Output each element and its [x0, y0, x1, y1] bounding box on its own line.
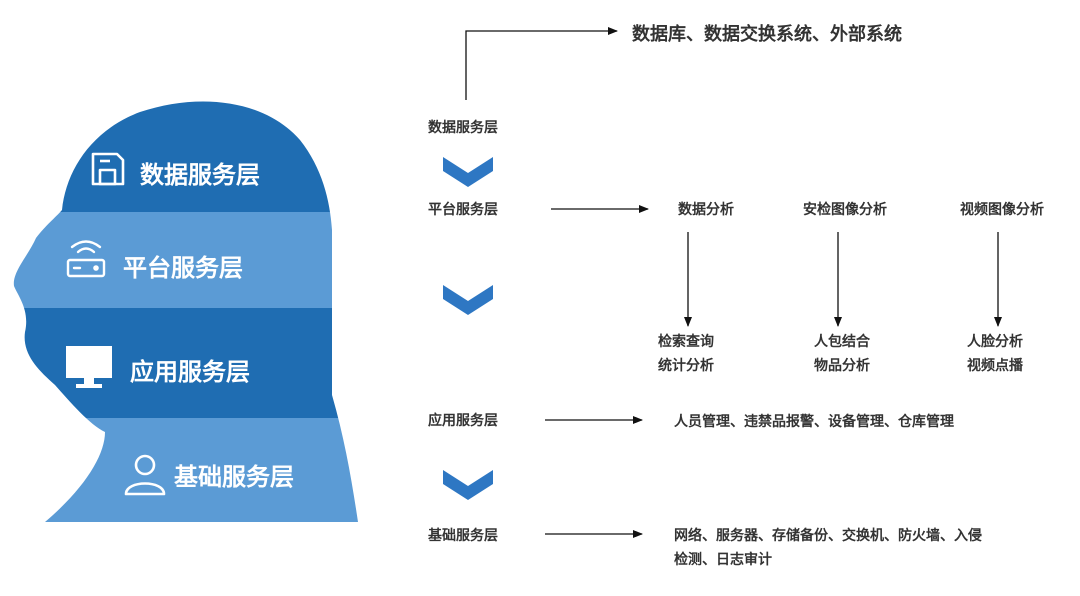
external-systems-label: 数据库、数据交换系统、外部系统: [632, 23, 902, 45]
chevron-down-icon: [443, 285, 493, 315]
head-layer-label-data: 数据服务层: [140, 161, 260, 189]
module-item: 人包结合: [814, 333, 871, 350]
flow-layer-base: 基础服务层: [428, 527, 498, 544]
flow-layer-platform: 平台服务层: [428, 201, 498, 218]
flow-layer-application: 应用服务层: [428, 412, 498, 429]
head-layer-label-application: 应用服务层: [130, 358, 250, 386]
module-item: 物品分析: [814, 357, 870, 374]
module-item: 检索查询: [658, 333, 714, 350]
save-icon: [91, 152, 125, 186]
head-layer-label-platform: 平台服务层: [123, 254, 243, 282]
base-target-line: 检测、日志审计: [674, 551, 772, 568]
module-title-data-analysis: 数据分析: [678, 201, 734, 218]
monitor-icon: [66, 346, 112, 388]
chevron-down-icon: [443, 470, 493, 500]
module-item: 人脸分析: [967, 333, 1023, 350]
module-item: 统计分析: [658, 357, 714, 374]
application-target: 人员管理、违禁品报警、设备管理、仓库管理: [674, 413, 954, 430]
module-title-video-image: 视频图像分析: [960, 201, 1044, 218]
flow-layer-data: 数据服务层: [428, 119, 498, 136]
head-band-data: [13, 101, 358, 212]
user-icon: [124, 454, 166, 496]
base-target-line: 网络、服务器、存储备份、交换机、防火墙、入侵: [674, 527, 982, 544]
module-title-security-image: 安检图像分析: [803, 201, 887, 218]
arrow-data-to-external: [465, 27, 618, 100]
module-item: 视频点播: [967, 357, 1024, 374]
chevron-down-icon: [443, 157, 493, 187]
router-icon: [66, 240, 106, 278]
head-layer-label-base: 基础服务层: [174, 463, 294, 491]
